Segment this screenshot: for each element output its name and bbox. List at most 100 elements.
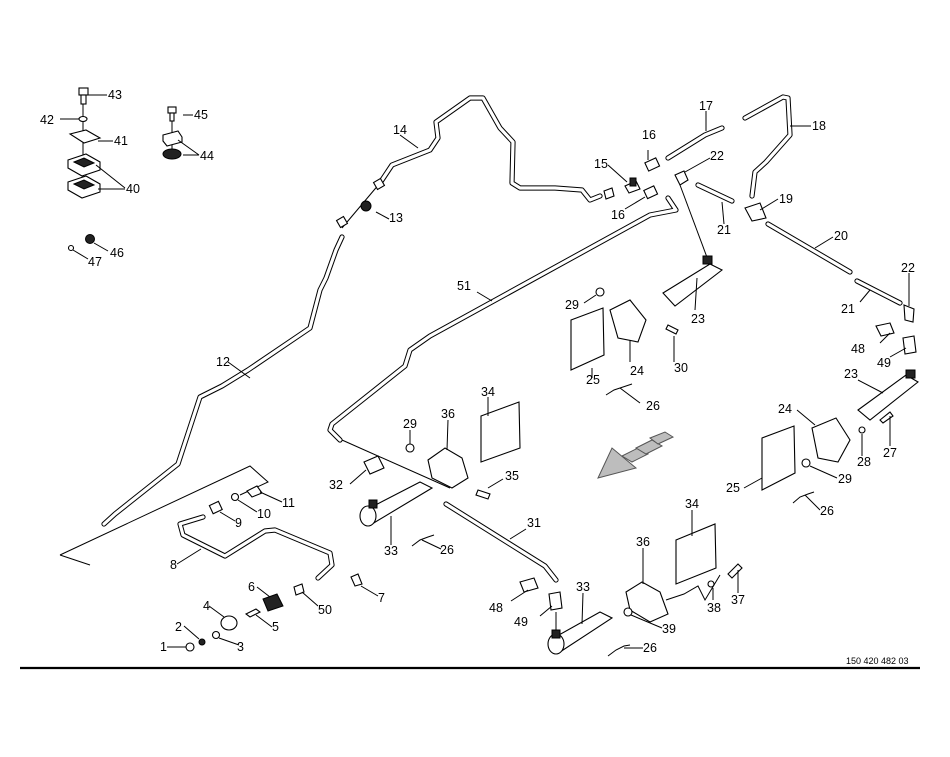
callout-16a: 16 [642,128,656,142]
fittings-top [607,94,917,358]
callout-42: 42 [40,113,54,127]
pipe-12-14 [101,95,615,527]
washer-28 [858,426,866,434]
cylinder-assembly-bottom [510,510,743,657]
callout-11: 11 [282,496,295,510]
callout-45: 45 [194,108,208,122]
tee-49-right [902,335,917,355]
clamp-44-upper [162,130,183,147]
callout-22b: 22 [901,261,915,275]
nut-47 [67,244,75,252]
tee-19 [744,202,767,222]
callout-48a: 48 [851,342,865,356]
callout-37: 37 [731,593,745,607]
spacer-4 [220,615,238,631]
callout-19: 19 [779,192,793,206]
callout-40: 40 [126,182,140,196]
small-parts-left [167,485,379,652]
bracket-24-upper [609,299,647,343]
callout-12: 12 [216,355,230,369]
bracket-36-left [427,447,469,489]
callout-6: 6 [248,580,255,594]
callout-18: 18 [812,119,826,133]
callout-35: 35 [505,469,519,483]
cylinder-assembly-upper [570,255,724,404]
spring-26-right [792,491,815,504]
plug-50 [293,583,305,596]
callout-29b: 29 [838,472,852,486]
callout-30: 30 [674,361,688,375]
callout-8: 8 [170,558,177,572]
clamp-assembly-40-43 [60,87,126,199]
callout-14: 14 [393,123,407,137]
callout-17: 17 [699,99,713,113]
travel-direction-arrow [597,431,675,479]
callout-4: 4 [203,599,210,613]
bolt-27 [879,411,894,424]
pipe-8 [177,514,335,581]
washer-10 [230,492,240,502]
callout-49a: 49 [877,356,891,370]
callout-26a: 26 [646,399,660,413]
pipe-31 [443,501,559,583]
callout-34a: 34 [481,385,495,399]
callout-20: 20 [834,229,848,243]
callout-2: 2 [175,620,182,634]
spring-26-left [411,534,435,547]
nut-16-upper [644,157,661,172]
bracket-24-right [811,417,851,463]
pipe-51 [327,195,679,443]
callout-9: 9 [235,516,242,530]
adapter-48-right [875,322,895,337]
cylinder-23-right [857,374,919,421]
cylinder-assembly-left [341,397,521,550]
callout-43: 43 [108,88,122,102]
nut-39 [623,607,633,617]
callout-22a: 22 [710,149,724,163]
callout-46: 46 [110,246,124,260]
callout-44: 44 [200,149,214,163]
callout-41: 41 [114,134,128,148]
callout-26c: 26 [440,543,454,557]
callout-23b: 23 [844,367,858,381]
tee-49-bottom [548,591,563,611]
spring-26-upper [605,383,633,396]
callout-34b: 34 [685,497,699,511]
clamp-assembly-44-45 [162,106,200,160]
connector-13 [360,200,372,212]
clamp-44-lower [162,148,182,160]
elbow-22-upper [674,170,689,186]
label-34-left [480,401,521,463]
bolt-37 [727,563,743,579]
bolt-35 [475,489,491,500]
washer-38 [707,580,715,588]
bolt-30 [665,324,679,335]
callout-51: 51 [457,279,471,293]
callout-labels: 1 2 3 4 5 6 7 8 9 10 11 12 13 14 15 16 1… [40,88,915,655]
callout-48b: 48 [489,601,503,615]
tee-32 [363,455,385,475]
bolt-11 [246,485,263,498]
washer-3 [211,630,221,640]
callout-38: 38 [707,601,721,615]
nut-46 [85,234,95,244]
callout-21b: 21 [841,302,855,316]
callout-29a: 29 [565,298,579,312]
adapter-48-bottom [519,577,539,593]
label-34-bottom [675,523,717,585]
callout-49b: 49 [514,615,528,629]
callout-36a: 36 [441,407,455,421]
nut-29-left [405,443,415,453]
callout-33b: 33 [576,580,590,594]
bolt-45 [167,106,177,114]
callout-24a: 24 [630,364,644,378]
callout-26d: 26 [643,641,657,655]
plate-41 [68,129,102,144]
callout-50: 50 [318,603,332,617]
drawing-number: 150 420 482 03 [846,656,909,666]
callout-21a: 21 [717,223,731,237]
callout-15: 15 [594,157,608,171]
spring-26-bottom [607,644,631,657]
nut-9 [208,500,223,515]
callout-28: 28 [857,455,871,469]
